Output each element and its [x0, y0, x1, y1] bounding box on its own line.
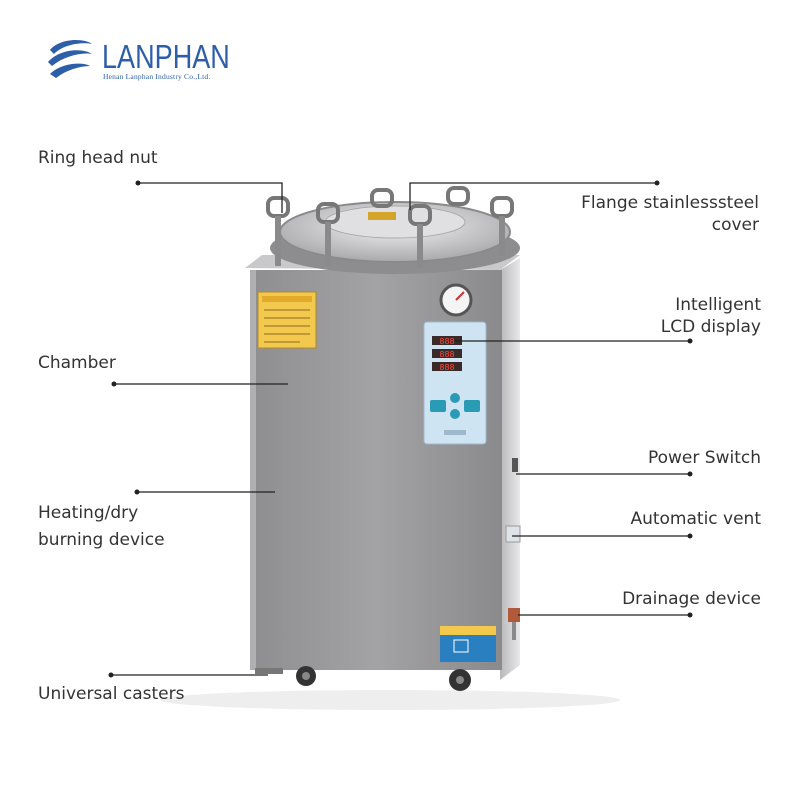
label-lcd-line2: LCD display	[660, 317, 761, 337]
svg-text:888: 888	[439, 337, 454, 346]
label-power-switch: Power Switch	[647, 448, 761, 468]
control-buttons	[430, 393, 480, 419]
label-heating-line1: Heating/dry	[38, 503, 139, 523]
drainage-valve-part	[508, 608, 520, 622]
label-lcd-line1: Intelligent	[675, 295, 761, 315]
svg-text:888: 888	[439, 363, 454, 372]
label-flange-cover-line1: Flange stainlesssteel	[581, 193, 759, 213]
brand-name: LANPHAN	[102, 38, 230, 75]
universal-casters	[255, 666, 471, 691]
label-flange-cover-line2: cover	[711, 215, 759, 235]
label-automatic-vent: Automatic vent	[630, 509, 761, 529]
cabinet-side	[500, 258, 520, 680]
callout-lines	[111, 182, 690, 676]
label-chamber: Chamber	[38, 353, 116, 373]
callout-dots	[108, 180, 693, 678]
power-switch-part	[512, 458, 518, 472]
lcd-readouts: 888 888 888	[432, 336, 462, 372]
svg-text:888: 888	[439, 350, 454, 359]
label-drainage: Drainage device	[622, 589, 761, 609]
label-universal-casters: Universal casters	[38, 684, 185, 704]
floor-shadow	[160, 690, 620, 710]
automatic-vent-part	[505, 525, 521, 543]
label-heating-line2: burning device	[38, 530, 165, 550]
brand-subtitle: Henan Lanphan Industry Co.,Ltd.	[103, 72, 211, 81]
label-ring-head-nut: Ring head nut	[38, 148, 158, 168]
brand-logo-icon	[48, 40, 92, 78]
